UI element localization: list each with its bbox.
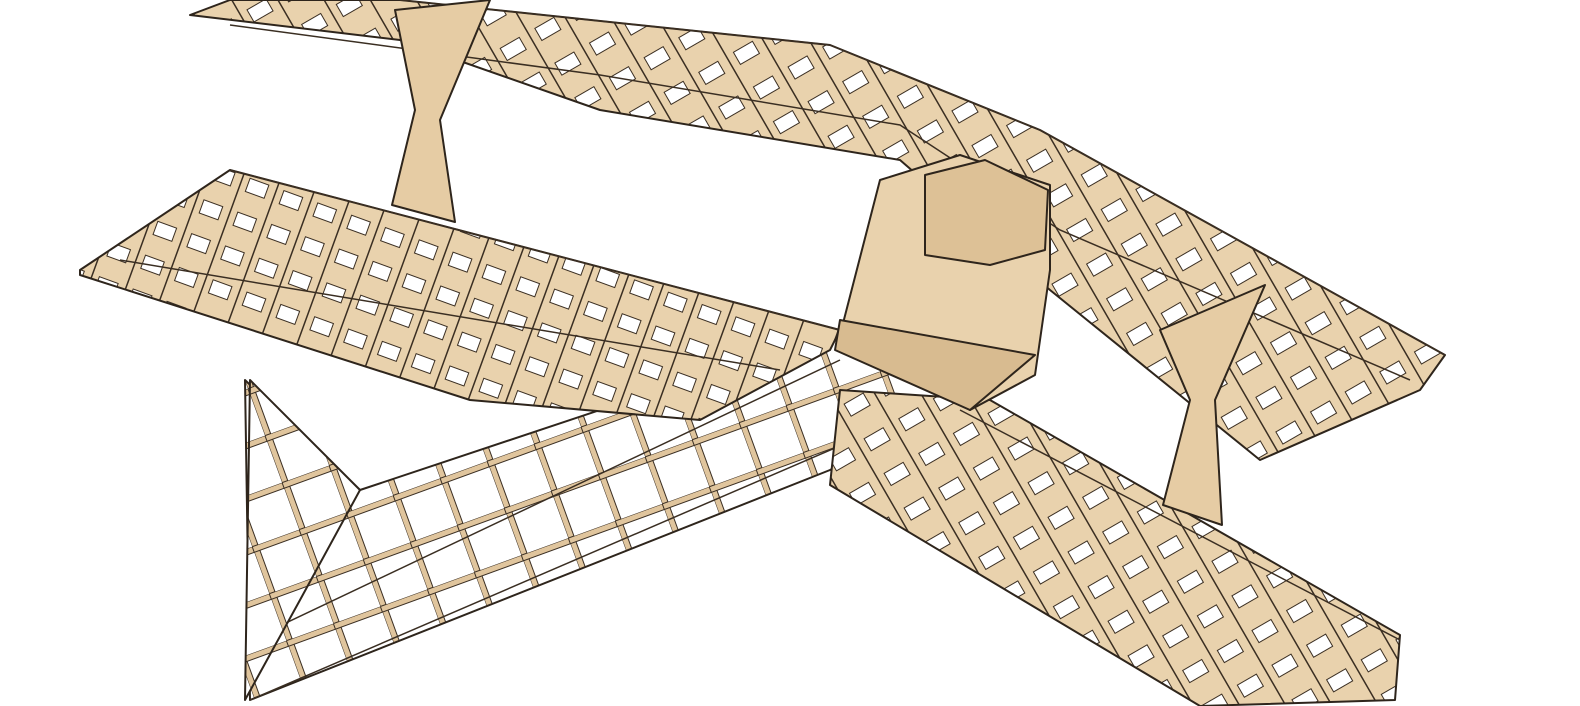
lower-left-wing (79, 169, 841, 421)
cabin-box (834, 154, 1051, 411)
left-interplane-strut (391, 0, 491, 223)
right-interplane-strut (1159, 284, 1266, 526)
lower-right-wing (829, 389, 1401, 706)
upper-wing (189, 0, 1446, 461)
tail-fin (244, 379, 361, 701)
